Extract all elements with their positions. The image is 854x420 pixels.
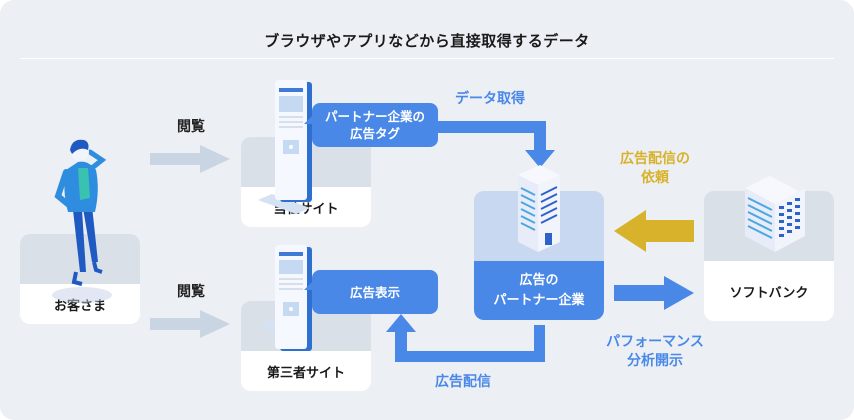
data-acquisition-label: データ取得 bbox=[455, 91, 525, 107]
ad-tag-bubble-tail bbox=[304, 116, 314, 124]
partner-building-icon bbox=[518, 165, 560, 252]
ad-partner-label: 広告のパートナー企業 bbox=[474, 261, 604, 320]
ad-delivery-arrow bbox=[386, 314, 545, 362]
softbank-label: ソフトバンク bbox=[704, 261, 834, 321]
ad-request-label: 広告配信の依頼 bbox=[620, 151, 690, 186]
browse-label-top: 閲覧 bbox=[177, 119, 205, 135]
ad-tag-bubble: パートナー企業の広告タグ bbox=[312, 103, 438, 147]
own-site-device-icon bbox=[258, 80, 312, 214]
third-site-label: 第三者サイト bbox=[241, 351, 371, 391]
third-site-device-icon bbox=[258, 245, 312, 351]
customer-figure-icon bbox=[52, 139, 112, 303]
browse-arrow-top bbox=[150, 145, 230, 173]
data-acquisition-arrow bbox=[438, 121, 555, 168]
ad-display-bubble-tail bbox=[304, 282, 314, 290]
title-divider bbox=[20, 58, 834, 59]
ad-delivery-label: 広告配信 bbox=[435, 374, 491, 390]
browse-label-bottom: 閲覧 bbox=[177, 284, 205, 300]
diagram-title: ブラウザやアプリなどから直接取得するデータ bbox=[264, 32, 590, 50]
browse-arrow-bottom bbox=[150, 310, 230, 338]
ad-display-bubble: 広告表示 bbox=[312, 270, 438, 314]
performance-arrow bbox=[614, 276, 694, 310]
ad-request-arrow bbox=[614, 210, 694, 252]
performance-label: パフォーマンス分析開示 bbox=[606, 334, 704, 369]
softbank-building-icon bbox=[745, 176, 805, 252]
